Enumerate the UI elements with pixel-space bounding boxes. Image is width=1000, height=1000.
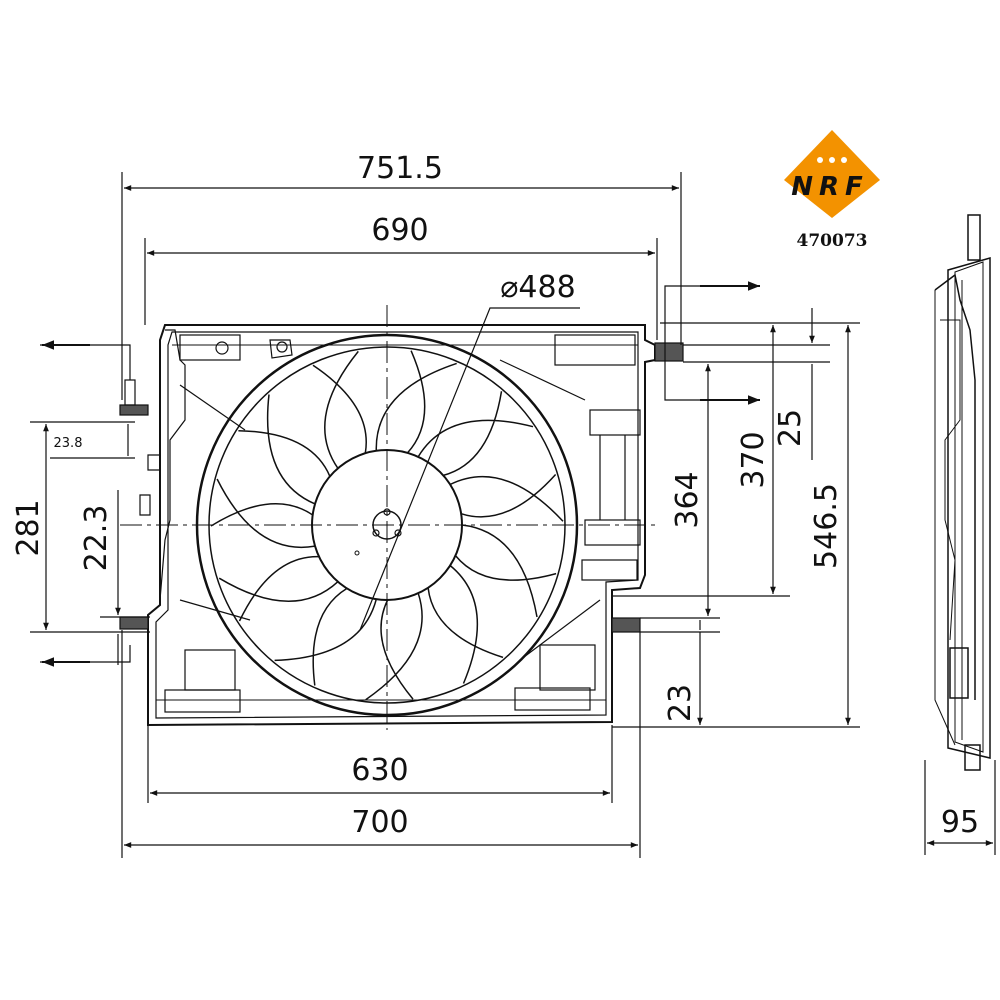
- fan-blade: [417, 391, 534, 477]
- dim-bottom-inner-width: 630: [351, 753, 408, 788]
- nrf-logo: NRF: [784, 130, 880, 218]
- fan-blade: [365, 592, 423, 701]
- shroud-front-view: [147, 324, 656, 727]
- dim-right-bottom-offset: 23: [663, 684, 698, 722]
- dim-right-height-370: 370: [736, 431, 771, 488]
- fan-blade: [238, 394, 331, 505]
- dimension-lines: [30, 172, 996, 858]
- fan-blades: [210, 350, 564, 701]
- fan-blade: [274, 587, 378, 686]
- logo-diamond: [784, 130, 880, 218]
- center-lines: [120, 305, 660, 730]
- dim-fan-diameter: ⌀488: [500, 270, 575, 305]
- dim-right-total-height: 546.5: [809, 483, 844, 569]
- fan-blade: [312, 350, 367, 469]
- logo-text: NRF: [791, 172, 869, 202]
- fan-blade: [375, 350, 457, 454]
- dim-mount-width: 690: [371, 213, 428, 248]
- dim-overall-width: 751.5: [357, 151, 443, 186]
- dim-depth: 95: [941, 805, 979, 840]
- fan-blade: [218, 555, 339, 622]
- left-mount-pins: [119, 379, 161, 630]
- fan-blade: [427, 564, 504, 684]
- fan-blade: [449, 473, 564, 522]
- dim-left-lower-offset: 22.3: [79, 505, 114, 572]
- part-number: 470073: [797, 231, 868, 251]
- dim-right-height-364: 364: [670, 471, 705, 528]
- dim-bottom-outer-width: 700: [351, 805, 408, 840]
- dim-right-offset-25: 25: [773, 409, 808, 447]
- dim-left-total-height: 281: [11, 499, 46, 556]
- fan-blade: [210, 478, 316, 548]
- fan-blade: [454, 524, 557, 618]
- side-view: [934, 214, 991, 771]
- right-mount-pins: [611, 342, 684, 633]
- dim-left-small-offset: 23.8: [54, 436, 83, 451]
